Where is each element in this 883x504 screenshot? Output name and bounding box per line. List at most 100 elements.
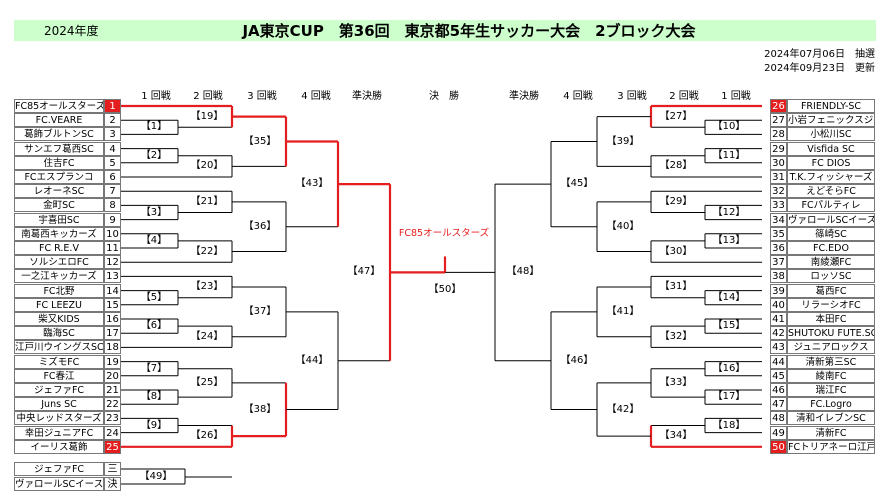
right-team-name: FC.Logro <box>787 397 875 411</box>
right-team-name: えどそらFC <box>787 184 875 198</box>
right-team-name: 清新FC <box>787 426 875 440</box>
match-number: 【22】 <box>190 245 224 257</box>
left-team-number: 16 <box>104 312 121 326</box>
update-date: 2024年09月23日 更新 <box>764 63 875 74</box>
left-team-name: ミズモFC <box>14 355 104 369</box>
match-number: 【39】 <box>606 135 640 147</box>
left-team-name: FC85オールスターズ <box>14 99 104 113</box>
right-team-name: SHUTOKU FUTE.SC <box>787 326 875 340</box>
right-team-number: 35 <box>770 227 787 241</box>
right-team-name: ヴァロールSCイースト <box>787 213 875 227</box>
right-team-number: 26 <box>770 99 787 113</box>
third-place-mark-2: 決 <box>104 477 121 491</box>
match-number: 【16】 <box>712 362 746 374</box>
right-team-number: 28 <box>770 127 787 141</box>
match-number: 【33】 <box>659 376 693 388</box>
left-team-name: FC春江 <box>14 369 104 383</box>
right-team-name: 綾南FC <box>787 369 875 383</box>
left-team-name: 幸田ジュニアFC <box>14 426 104 440</box>
left-team-name: 住吉FC <box>14 156 104 170</box>
left-team-number: 18 <box>104 340 121 354</box>
left-team-name: 柴又KIDS <box>14 312 104 326</box>
right-team-name: 本田FC <box>787 312 875 326</box>
match-number: 【4】 <box>140 234 168 246</box>
match-number: 【28】 <box>659 160 693 172</box>
right-team-number: 30 <box>770 156 787 170</box>
round-header-left-4: 4 回戦 <box>301 91 331 102</box>
match-number: 【6】 <box>140 320 168 332</box>
match-number: 【25】 <box>190 376 224 388</box>
left-team-name: 金町SC <box>14 198 104 212</box>
left-team-name: サンエフ葛西SC <box>14 142 104 156</box>
left-team-name: FC R.E.V <box>14 241 104 255</box>
right-team-name: ロッソSC <box>787 269 875 283</box>
season-year: 2024年度 <box>44 24 99 38</box>
right-team-name: 葛西FC <box>787 284 875 298</box>
match-number: 【2】 <box>140 149 168 161</box>
right-team-name: FCパルティレ <box>787 198 875 212</box>
left-team-number: 4 <box>104 142 121 156</box>
right-team-number: 45 <box>770 369 787 383</box>
right-team-name: 清新第三SC <box>787 355 875 369</box>
match-number: 【41】 <box>606 305 640 317</box>
right-team-number: 39 <box>770 284 787 298</box>
match-number: 【19】 <box>190 110 224 122</box>
match-number: 【9】 <box>140 419 168 431</box>
left-team-number: 17 <box>104 326 121 340</box>
round-header-right-sf: 準決勝 <box>509 91 539 102</box>
right-team-name: リラーシオFC <box>787 298 875 312</box>
left-team-name: FC.VEARE <box>14 113 104 127</box>
match-number: 【1】 <box>140 121 168 133</box>
left-team-name: イーリス葛飾 <box>14 440 104 454</box>
left-team-name: 一之江キッカーズ <box>14 269 104 283</box>
left-team-number: 10 <box>104 227 121 241</box>
match-number: 【32】 <box>659 330 693 342</box>
match-number: 【24】 <box>190 330 224 342</box>
right-team-name: FRIENDLY-SC <box>787 99 875 113</box>
left-team-number: 9 <box>104 213 121 227</box>
right-team-number: 46 <box>770 383 787 397</box>
third-place-team-1: ジェファFC <box>14 462 104 476</box>
match-number: 【17】 <box>712 391 746 403</box>
right-team-name: 小岩フェニックスジュニア <box>787 113 875 127</box>
right-team-number: 32 <box>770 184 787 198</box>
left-team-number: 22 <box>104 397 121 411</box>
match-number: 【48】 <box>506 266 540 278</box>
right-team-number: 48 <box>770 411 787 425</box>
right-team-name: T.K.フィッシャーズ <box>787 170 875 184</box>
right-team-name: Visfida SC <box>787 142 875 156</box>
left-team-number: 11 <box>104 241 121 255</box>
match-number: 【49】 <box>139 471 173 482</box>
match-number: 【20】 <box>190 160 224 172</box>
match-number: 【43】 <box>295 178 329 190</box>
left-team-name: ジェファFC <box>14 383 104 397</box>
match-number: 【5】 <box>140 291 168 303</box>
match-number: 【26】 <box>190 430 224 442</box>
match-number: 【45】 <box>560 178 594 190</box>
left-team-name: 臨海SC <box>14 326 104 340</box>
round-header-right-4: 4 回戦 <box>563 91 593 102</box>
match-number: 【11】 <box>712 149 746 161</box>
round-header-right-1: 1 回戦 <box>721 91 751 102</box>
left-team-number: 21 <box>104 383 121 397</box>
left-team-name: Juns SC <box>14 397 104 411</box>
match-number: 【10】 <box>712 121 746 133</box>
right-team-name: 清和イレブンSC <box>787 411 875 425</box>
match-number: 【12】 <box>712 206 746 218</box>
match-number: 【34】 <box>659 430 693 442</box>
match-number: 【29】 <box>659 195 693 207</box>
match-number: 【13】 <box>712 234 746 246</box>
match-number: 【42】 <box>606 403 640 415</box>
right-team-number: 47 <box>770 397 787 411</box>
round-header-left-3: 3 回戦 <box>247 91 277 102</box>
match-number: 【27】 <box>659 110 693 122</box>
match-number: 【7】 <box>140 362 168 374</box>
round-header-right-3: 3 回戦 <box>617 91 647 102</box>
left-team-name: 江戸川ウイングスSC <box>14 340 104 354</box>
right-team-name: 南綾瀬FC <box>787 255 875 269</box>
right-team-number: 41 <box>770 312 787 326</box>
right-team-name: 篠崎SC <box>787 227 875 241</box>
draw-date: 2024年07月06日 抽選 <box>764 49 875 60</box>
left-team-number: 6 <box>104 170 121 184</box>
right-team-number: 36 <box>770 241 787 255</box>
